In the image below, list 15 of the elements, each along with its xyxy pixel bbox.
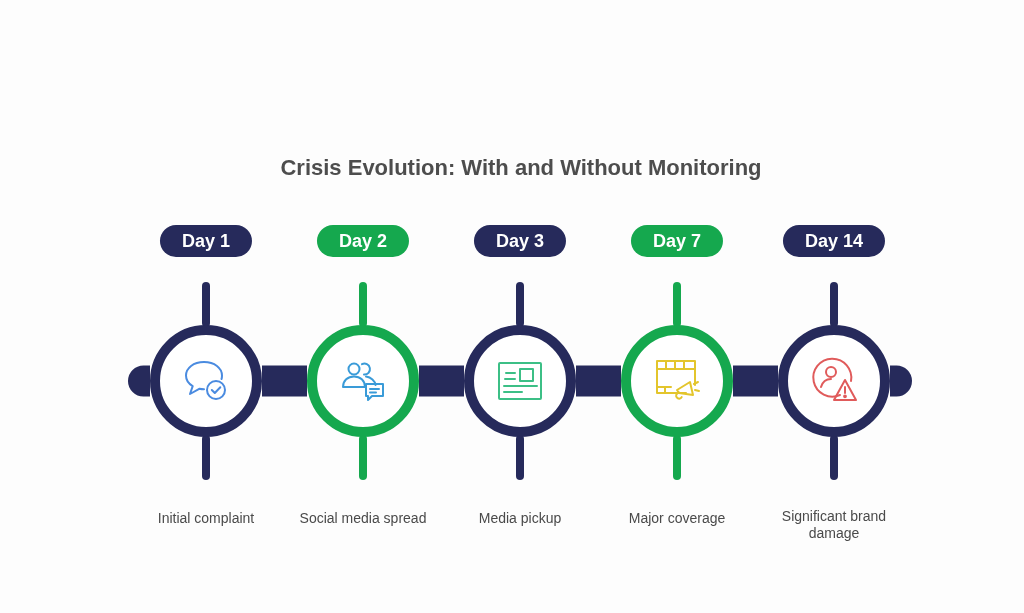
timeline-bar xyxy=(576,365,621,397)
stage-caption: Significant brand damage xyxy=(780,508,888,542)
stage-caption: Media pickup xyxy=(478,510,562,527)
stage-caption: Social media spread xyxy=(299,510,427,527)
timeline-bar xyxy=(419,365,464,397)
diagram-title: Crisis Evolution: With and Without Monitoring xyxy=(280,155,762,181)
timeline-bar xyxy=(262,365,307,397)
day-pill: Day 3 xyxy=(474,225,566,257)
stage-caption: Major coverage xyxy=(628,510,726,527)
day-pill: Day 7 xyxy=(631,225,723,257)
day-pill: Day 14 xyxy=(783,225,885,257)
stage-caption: Initial complaint xyxy=(157,510,255,527)
day-pill: Day 1 xyxy=(160,225,252,257)
timeline-bar xyxy=(733,365,778,397)
day-pill: Day 2 xyxy=(317,225,409,257)
